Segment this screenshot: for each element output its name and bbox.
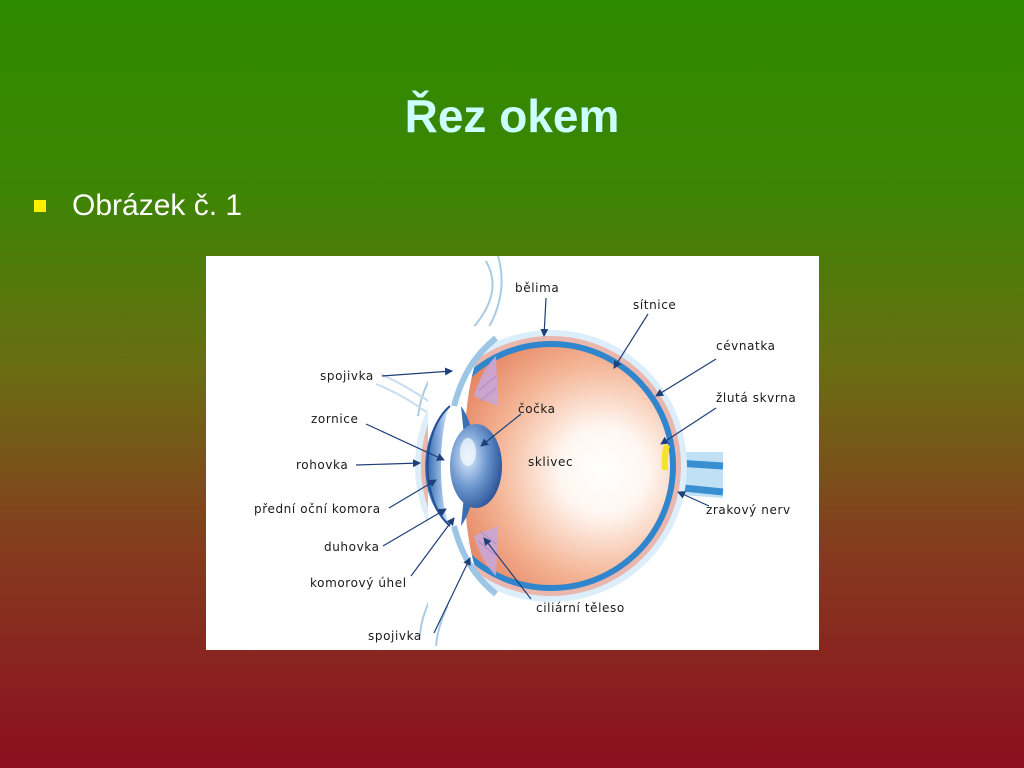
square-bullet-icon: [34, 200, 46, 212]
anterior-sclera: [451, 335, 498, 407]
label-cocka: čočka: [518, 402, 556, 416]
ciliary-body: [474, 356, 498, 576]
label-sitnice: sítnice: [633, 298, 676, 312]
label-zrakovy-nerv: zrakový nerv: [706, 503, 791, 517]
macula: [661, 444, 670, 470]
label-predni-ocni-komora: přední oční komora: [254, 502, 381, 516]
label-ciliarni-teleso: ciliární těleso: [536, 601, 625, 615]
slide-title: Řez okem: [404, 90, 620, 142]
label-sklivec: sklivec: [528, 455, 573, 469]
vitreous-body: [432, 347, 670, 585]
label-spojivka-top: spojivka: [320, 369, 374, 383]
eye-diagram: bělima sítnice cévnatka žlutá skvrna zra…: [206, 256, 819, 650]
bullet-item: Obrázek č. 1: [34, 186, 242, 226]
label-duhovka: duhovka: [324, 540, 380, 554]
label-komorovy-uhel: komorový úhel: [310, 576, 407, 590]
lens: [450, 424, 502, 508]
label-rohovka: rohovka: [296, 458, 348, 472]
label-spojivka-bottom: spojivka: [368, 629, 422, 643]
label-zornice: zornice: [311, 412, 358, 426]
label-cevnatka: cévnatka: [716, 339, 776, 353]
bullet-text: Obrázek č. 1: [72, 189, 243, 222]
label-zluta-skvrna: žlutá skvrna: [716, 391, 796, 405]
label-belima: bělima: [515, 281, 559, 295]
label-lines: [355, 297, 717, 634]
